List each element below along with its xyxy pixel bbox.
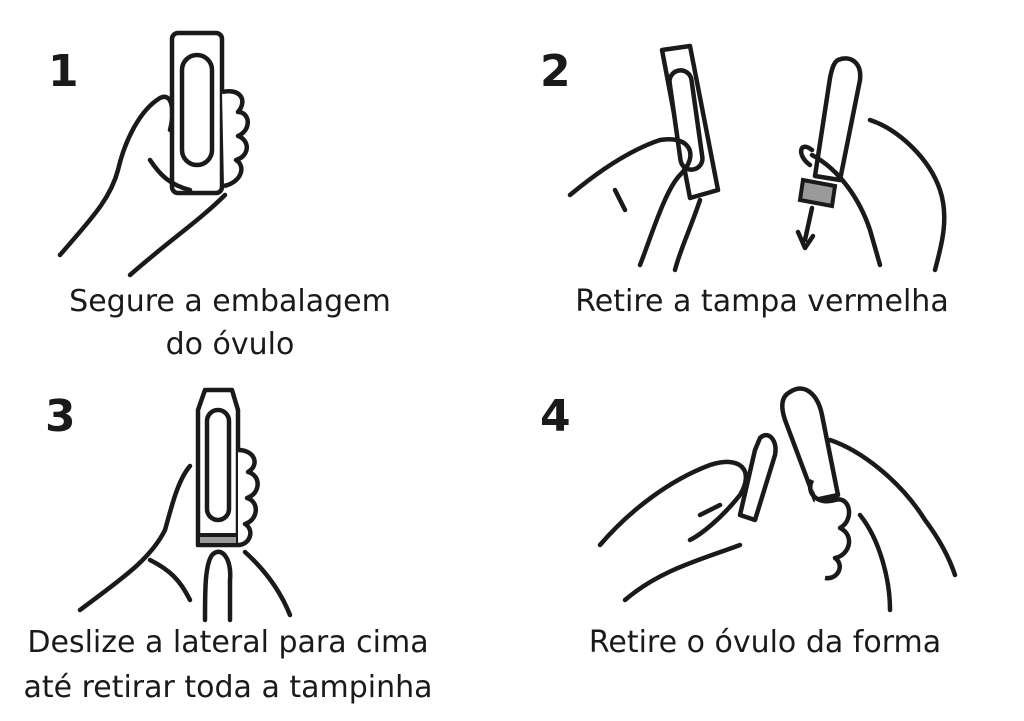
step-2-illustration [567,43,947,273]
step-4-caption-line-1: Retire o óvulo da forma [588,625,942,660]
ovule-removed [780,386,841,503]
empty-mold [737,432,778,523]
step-1-caption-line-2: do óvulo [165,327,295,362]
step-3-caption-line-1: Deslize a lateral para cima [27,625,429,660]
step-2-number: 2 [540,46,571,97]
red-cap [797,177,838,209]
step-4-illustration [597,386,958,613]
step-3-number: 3 [45,391,76,442]
step-3-caption-line-2: até retirar toda a tampinha [23,670,433,705]
step-4-number: 4 [540,391,571,442]
ovule [812,56,863,183]
step-1-illustration [57,30,250,278]
step-3-illustration [77,387,293,623]
step-1-caption-line-1: Segure a embalagem [69,284,391,319]
step-1-number: 1 [48,46,79,97]
step-2-caption-line-1: Retire a tampa vermelha [575,284,949,319]
